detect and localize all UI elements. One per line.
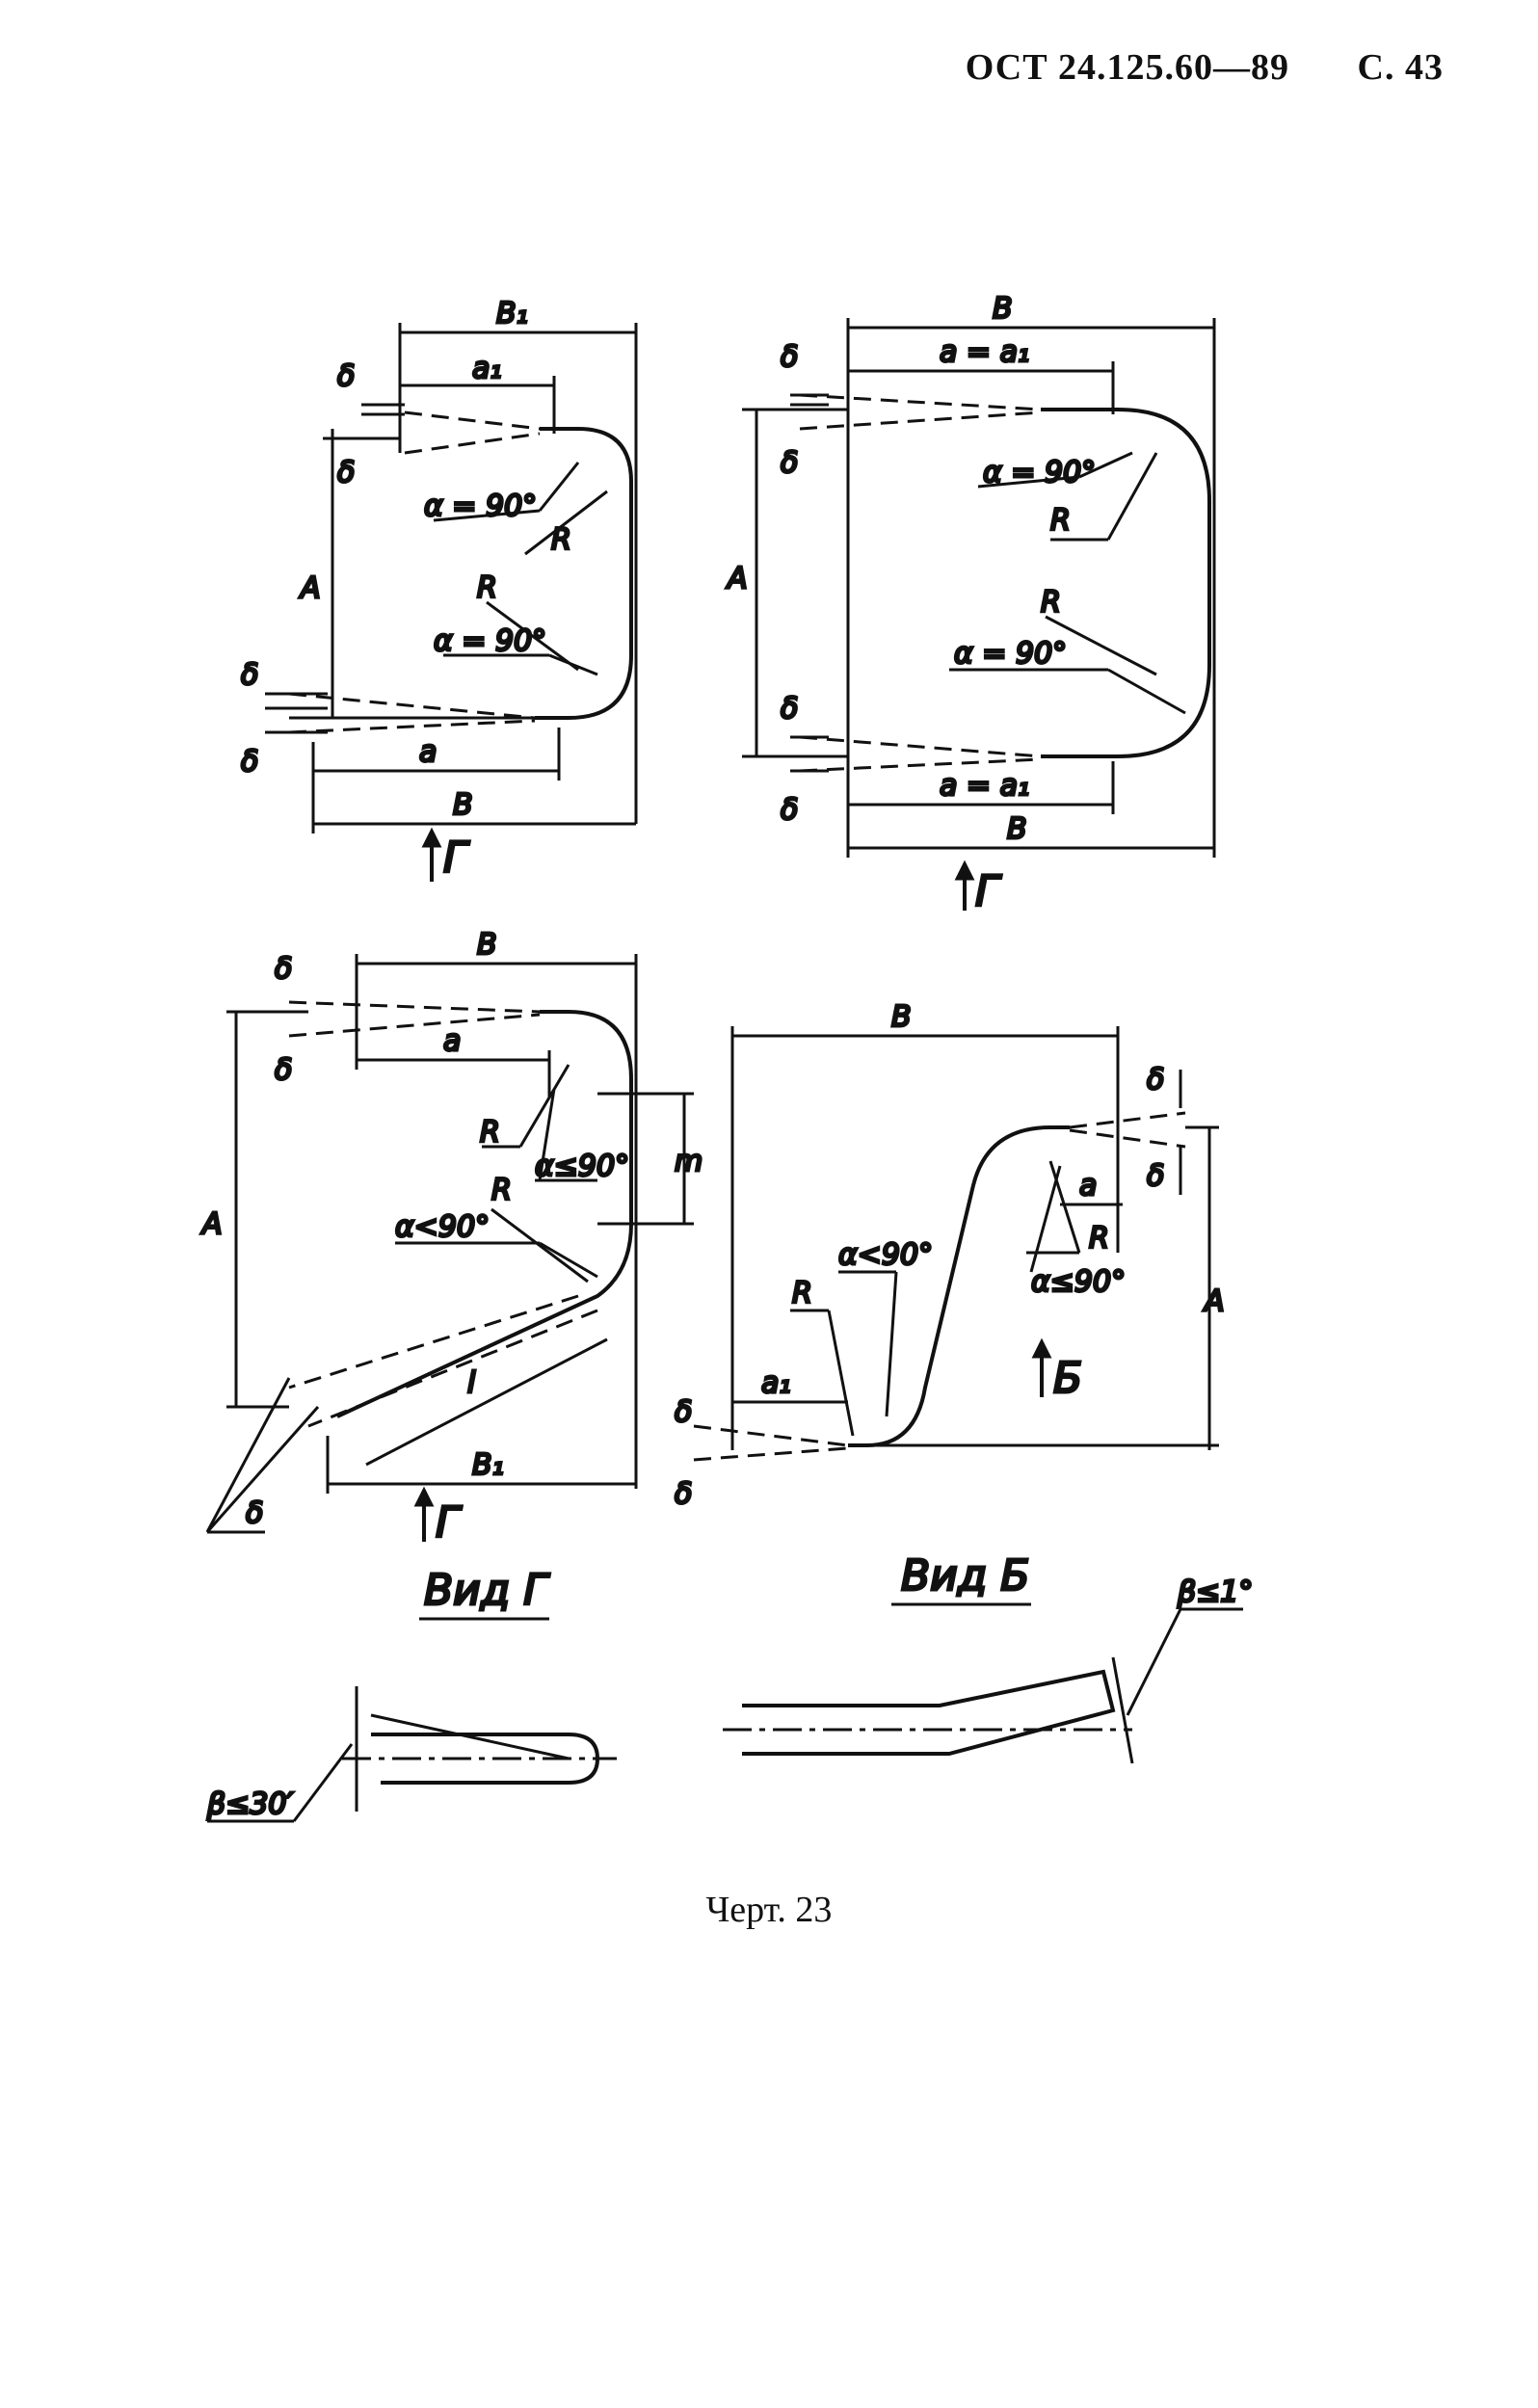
fig4-label-R-left: R xyxy=(792,1277,812,1310)
fig2-label-delta-1: δ xyxy=(781,340,798,374)
fig4-label-delta-1: δ xyxy=(1147,1063,1164,1097)
fig3-label-alpha-le-90: α≤90° xyxy=(535,1150,629,1183)
view-b-title: Вид Б xyxy=(901,1551,1029,1601)
figure-1: B₁ a₁ δ δ A α = 90° R R α = 90° δ δ a B … xyxy=(240,296,638,885)
fig2-label-alpha-bottom: α = 90° xyxy=(954,637,1067,671)
fig1-label-alpha-top: α = 90° xyxy=(424,490,537,523)
fig1-label-delta-1: δ xyxy=(337,359,355,393)
fig2-label-alpha-top: α = 90° xyxy=(983,456,1096,490)
view-g-label-beta: β≤30′ xyxy=(206,1787,293,1821)
fig1-label-b: B xyxy=(453,788,473,822)
fig2-view-arrow-label: Г xyxy=(975,867,1002,916)
fig1-label-R-bottom: R xyxy=(477,571,497,605)
figure-3: B a δ δ A m R α≤90° R α<90° l B₁ δ Г xyxy=(199,927,704,1549)
fig3-view-arrow-label: Г xyxy=(436,1498,463,1548)
page-number: С. 43 xyxy=(1357,47,1444,88)
fig1-view-arrow-label: Г xyxy=(443,834,470,883)
figure-2: B a = a₁ δ δ A α = 90° R R α = 90° δ δ a… xyxy=(725,291,1216,918)
fig1-label-alpha-bottom: α = 90° xyxy=(434,624,546,658)
fig3-label-delta-3: δ xyxy=(246,1496,263,1530)
fig1-label-A: A xyxy=(299,571,321,605)
fig2-label-a-eq-a1-bottom: a = a₁ xyxy=(940,769,1029,803)
fig2-label-A: A xyxy=(726,562,748,595)
fig4-label-a1: a₁ xyxy=(761,1366,790,1400)
fig4-label-A: A xyxy=(1203,1284,1225,1318)
fig2-label-R-bottom: R xyxy=(1041,586,1061,620)
figure-caption: Черт. 23 xyxy=(705,1890,833,1930)
fig4-label-b: B xyxy=(891,1000,912,1034)
fig4-s-bend-outline xyxy=(848,1125,1070,1447)
fig4-view-arrow-label: Б xyxy=(1053,1354,1082,1403)
standard-number: ОСТ 24.125.60—89 xyxy=(965,47,1290,88)
fig3-label-R-bottom: R xyxy=(491,1174,512,1207)
figure-4: B δ δ a R α≤90° A α<90° R a₁ δ δ Б xyxy=(674,999,1227,1513)
fig3-label-a: a xyxy=(443,1024,461,1058)
fig3-label-alpha-lt-90: α<90° xyxy=(395,1210,490,1244)
fig3-label-m: m xyxy=(675,1145,703,1178)
view-b-rod xyxy=(742,1669,1116,1756)
fig2-dashed-lower xyxy=(799,735,1042,773)
fig4-label-alpha-lt-90: α<90° xyxy=(838,1238,933,1272)
fig1-label-delta-2: δ xyxy=(337,456,355,490)
fig2-label-b-bottom: B xyxy=(1007,812,1027,846)
fig1-dashed-lower xyxy=(288,692,536,734)
fig4-label-delta-3: δ xyxy=(675,1395,692,1429)
fig2-dashed-upper xyxy=(799,393,1042,431)
fig4-dashed-right xyxy=(1069,1111,1186,1149)
fig1-dashed-upper xyxy=(404,410,541,455)
view-b-label-beta: β≤1° xyxy=(1177,1575,1253,1609)
fig1-label-R-top: R xyxy=(551,523,571,557)
fig1-label-delta-3: δ xyxy=(241,658,258,692)
fig3-label-l: l xyxy=(467,1366,476,1400)
fig4-label-delta-2: δ xyxy=(1147,1159,1164,1193)
page-header: ОСТ 24.125.60—89 С. 43 xyxy=(908,46,1444,89)
fig1-label-a: a xyxy=(419,735,437,769)
fig3-dashed-upper xyxy=(288,1000,541,1038)
fig4-label-a: a xyxy=(1079,1169,1097,1203)
fig4-dashed-left xyxy=(693,1424,849,1462)
fig1-label-delta-4: δ xyxy=(241,745,258,779)
fig3-label-A: A xyxy=(200,1207,223,1241)
fig3-label-delta-2: δ xyxy=(275,1053,292,1087)
fig4-label-R-right: R xyxy=(1089,1222,1109,1256)
fig2-label-delta-2: δ xyxy=(781,446,798,480)
fig3-label-b-top: B xyxy=(477,928,497,962)
fig2-label-delta-4: δ xyxy=(781,793,798,827)
view-g-detail: β≤30′ xyxy=(205,1686,617,1823)
fig4-label-delta-4: δ xyxy=(675,1477,692,1511)
fig2-label-delta-3: δ xyxy=(781,692,798,726)
fig3-label-b1: B₁ xyxy=(472,1448,504,1482)
view-b-detail: β≤1° xyxy=(723,1574,1255,1764)
fig2-label-R-top: R xyxy=(1050,504,1071,538)
technical-drawing: B₁ a₁ δ δ A α = 90° R R α = 90° δ δ a B … xyxy=(199,291,1255,1823)
fig1-label-a1: a₁ xyxy=(472,352,501,385)
fig3-bend-outline xyxy=(336,1010,633,1418)
fig1-label-b1: B₁ xyxy=(496,297,528,331)
fig2-bend-outline xyxy=(1041,408,1211,758)
fig2-label-b-top: B xyxy=(993,292,1013,326)
fig3-dashed-lower xyxy=(288,1294,598,1428)
fig3-label-R-top: R xyxy=(480,1116,500,1150)
fig4-label-alpha-le-90: α≤90° xyxy=(1031,1265,1126,1299)
fig1-bend-outline xyxy=(535,427,633,720)
fig2-label-a-eq-a1-top: a = a₁ xyxy=(940,335,1029,369)
view-g-title: Вид Г xyxy=(424,1566,550,1615)
fig3-label-delta-1: δ xyxy=(275,952,292,986)
